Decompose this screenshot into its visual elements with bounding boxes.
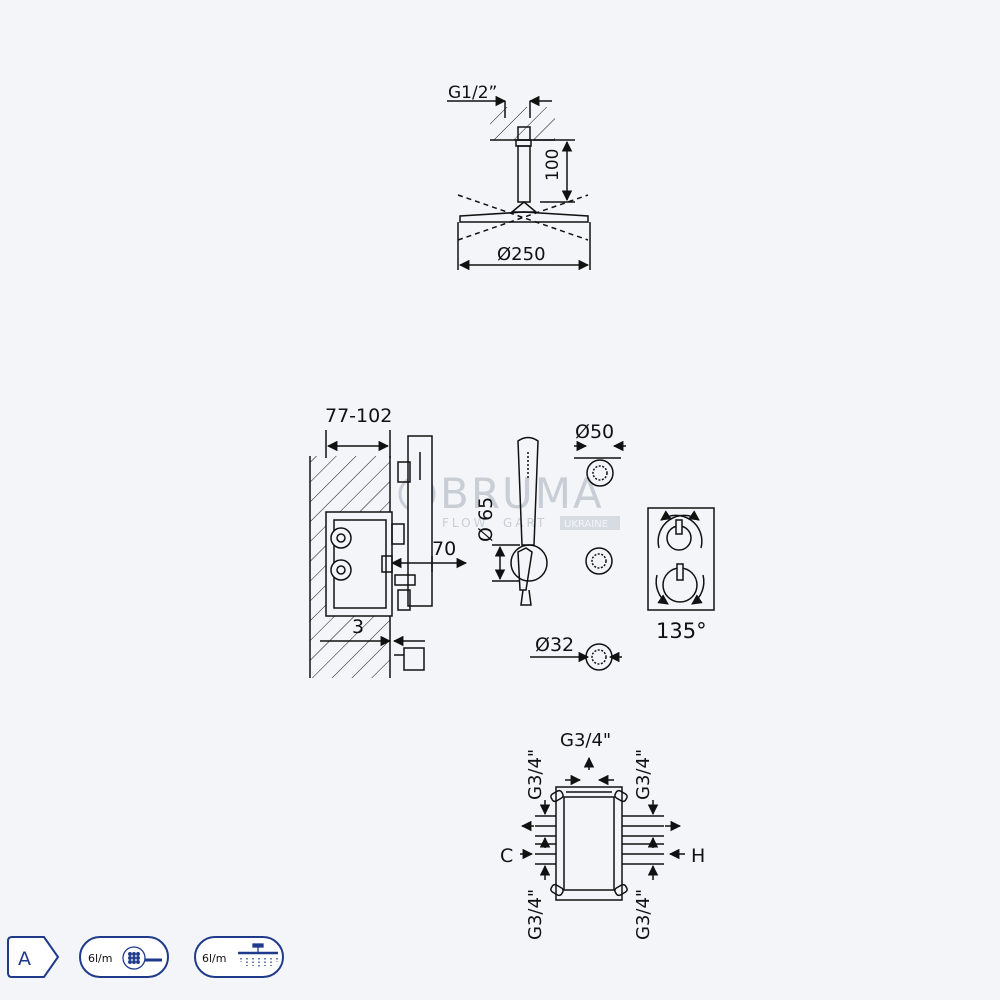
side-section-view <box>309 430 468 678</box>
energy-class-badge: A <box>7 936 60 978</box>
hand-shower-diameter-label: Ø 65 <box>475 497 497 542</box>
ceiling-hatch <box>490 107 555 140</box>
hand-shower-front <box>492 436 548 606</box>
rain-head <box>459 211 589 223</box>
shower-arm <box>517 145 531 203</box>
box-connection-view <box>520 756 685 901</box>
box-corner-bottom-right <box>614 883 628 897</box>
upper-outlet-side <box>397 461 411 483</box>
watermark-brand: BRUMA <box>440 469 604 518</box>
connection-box-outer <box>555 786 623 901</box>
box-corner-bottom-left <box>550 883 564 897</box>
right-upper-connection-label: G3/4" <box>633 749 654 800</box>
right-lower-connection-label: G3/4" <box>633 889 654 940</box>
watermark-sub-left: FLOW <box>442 516 488 530</box>
hand-shower-handle <box>517 436 539 546</box>
top-connection-label: G3/4" <box>560 730 611 751</box>
flow-rate-hand-text: 6l/m <box>88 952 112 965</box>
rain-shower-icon <box>238 943 278 968</box>
outlet-lower-inner <box>591 649 607 665</box>
mixer-knob-side <box>394 574 416 586</box>
thermostat-rotation-arrow-right <box>691 574 705 605</box>
tilt-range-lines <box>457 194 589 241</box>
flow-rate-rain-text: 6l/m <box>202 952 226 965</box>
watermark-country: UKRAINE <box>564 519 608 530</box>
outlet-upper <box>586 459 614 487</box>
left-lower-connection-label: G3/4" <box>525 889 546 940</box>
outlet-upper-inner <box>592 465 608 481</box>
lower-outlet-side <box>397 589 411 611</box>
arm-length-label: 100 <box>543 149 563 181</box>
outlet-large-label: Ø50 <box>575 421 614 443</box>
left-upper-connection-label: G3/4" <box>525 749 546 800</box>
holder-bracket <box>517 547 533 591</box>
box-corner-top-right <box>614 789 628 803</box>
flow-rate-badge-hand: 6l/m <box>79 936 169 978</box>
box-port-upper <box>330 527 352 549</box>
outlet-small-label: Ø32 <box>535 634 574 656</box>
box-port-upper-inner <box>336 533 346 543</box>
box-port-lower-inner <box>336 565 346 575</box>
round-outlets <box>530 440 626 671</box>
hose-connector <box>520 589 532 606</box>
diverter-rotation-arrow-right <box>660 510 703 549</box>
watermark-sub-right: GART <box>503 516 547 530</box>
projection-label: 70 <box>432 538 456 560</box>
box-port-lower <box>330 559 352 581</box>
ceiling-escutcheon <box>515 139 532 147</box>
gap-label: 3 <box>352 616 364 638</box>
thread-label: G1/2” <box>448 83 497 103</box>
hot-label: H <box>691 845 705 867</box>
middle-outlet-side <box>391 523 405 545</box>
outlet-middle <box>585 547 613 575</box>
wall-holder <box>510 544 548 582</box>
watermark-country-box <box>560 516 620 530</box>
energy-class-letter: A <box>18 948 31 970</box>
mixer-plate <box>647 507 715 611</box>
hand-shower-icon <box>122 946 162 970</box>
box-corner-top-left <box>550 789 564 803</box>
flow-badge-hand-shape <box>79 936 169 978</box>
cold-label: C <box>500 845 513 867</box>
thermostat-rotation-arrow-left <box>655 574 669 605</box>
arm-joint <box>509 201 539 213</box>
shower-head-view <box>447 95 591 271</box>
outlet-middle-inner <box>591 553 607 569</box>
brand-watermark: BRUMA FLOW GART UKRAINE <box>398 469 620 530</box>
head-diameter-label: Ø250 <box>497 244 546 265</box>
diverter-lever <box>675 519 683 535</box>
mixer-plate-front <box>647 507 715 611</box>
outlet-elbow-side <box>403 647 425 671</box>
thermostat-lever <box>676 563 684 581</box>
depth-label: 77-102 <box>325 405 392 427</box>
connection-box-inner <box>563 796 615 891</box>
rotation-label: 135° <box>656 619 707 643</box>
energy-class-shape <box>7 936 60 978</box>
outlet-lower <box>585 643 613 671</box>
flow-rate-badge-rain: 6l/m <box>194 936 284 978</box>
